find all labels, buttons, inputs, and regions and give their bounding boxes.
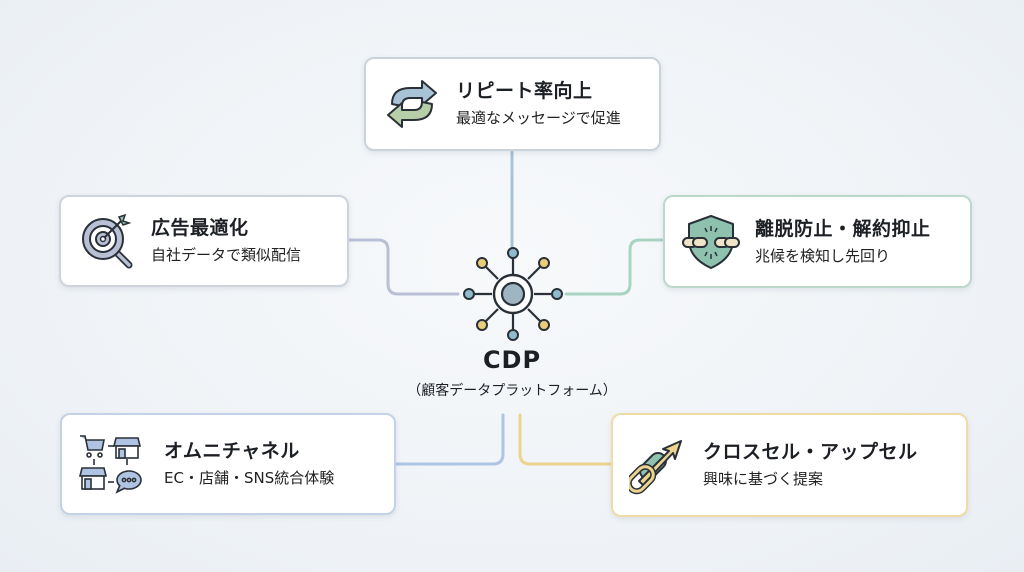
center-title: CDP [482,346,542,374]
network-hub-icon [463,247,563,341]
card-omnichannel: オムニチャネル EC・店舗・SNS統合体験 [60,413,396,515]
card-title: 広告最適化 [151,217,249,239]
card-subtitle: 兆候を検知し先回り [755,246,891,265]
card-subtitle: 最適なメッセージで促進 [456,109,621,127]
card-ad-optimization: 広告最適化 自社データで類似配信 [59,195,349,287]
connector-cross [518,413,612,466]
connector-ads [348,238,460,296]
card-churn-prevention: 離脱防止・解約抑止 兆候を検知し先回り [663,195,972,288]
card-subtitle: 自社データで類似配信 [151,246,302,264]
card-repeat-rate: リピート率向上 最適なメッセージで促進 [364,57,661,151]
chain-arrow-up-icon [629,440,682,495]
shield-broken-chain-icon [682,214,740,269]
cart-store-chat-icon [78,435,142,494]
card-title: 離脱防止・解約抑止 [755,217,931,240]
card-cross-sell: クロスセル・アップセル 興味に基づく提案 [611,413,968,517]
center-subtitle: （顧客データプラットフォーム） [407,383,617,399]
connector-churn [564,238,664,296]
cycle-arrows-icon [387,80,437,128]
target-magnifier-icon [82,213,133,269]
card-title: リピート率向上 [456,80,593,102]
card-title: オムニチャネル [164,440,300,462]
card-title: クロスセル・アップセル [703,441,918,463]
card-subtitle: EC・店舗・SNS統合体験 [164,469,335,487]
card-subtitle: 興味に基づく提案 [703,470,824,488]
connector-omni [394,413,505,466]
